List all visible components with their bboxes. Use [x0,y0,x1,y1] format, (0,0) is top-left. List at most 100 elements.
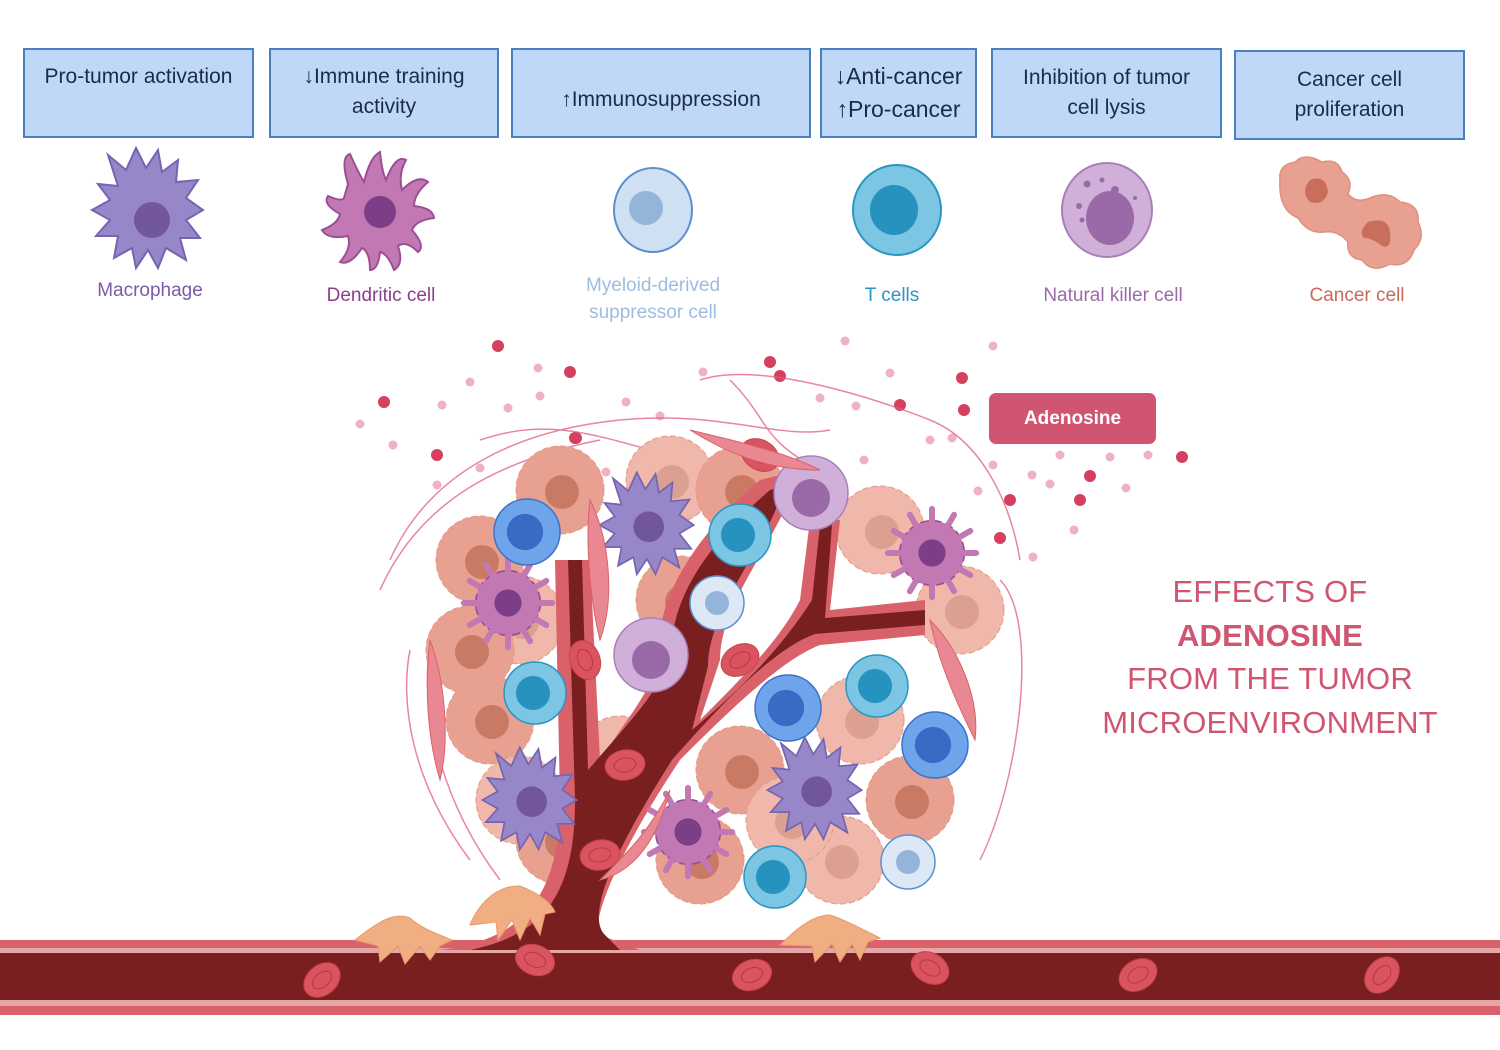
t-cell [845,654,909,718]
cell-nucleus [792,479,830,517]
t-cell [901,711,969,779]
cell-label-nk-cell: Natural killer cell [1043,285,1183,306]
adenosine-particle [503,403,513,413]
cell-nucleus [720,517,756,553]
dendrite [530,577,550,592]
dendritic-cell [884,505,980,601]
adenosine-particle [973,486,983,496]
adenosine-particle [535,391,545,401]
effect-box-anti-pro-cancer: ↓Anti-cancer ↑Pro-cancer [820,48,977,138]
adenosine-particle [698,367,708,377]
adenosine-particle [988,460,998,470]
dendrite [699,854,714,874]
t-cell-icon [852,164,942,256]
adenosine-particle [947,433,957,443]
adenosine-particle [475,463,485,473]
myeloid-derived-suppressor-cell-icon [613,167,693,253]
cancer-cell-nucleus [545,475,579,509]
tumor-immune-cells [460,455,980,909]
branching-vessel [440,470,925,950]
effect-text: Cancer cell proliferation [1294,68,1405,121]
adenosine-particle [355,419,365,429]
mdsc-cell [689,575,745,631]
effect-text-pro-cancer: ↑Pro-cancer [836,96,961,122]
nk-cell [773,455,849,531]
adenosine-particle [1074,494,1086,506]
figure-title: EFFECTS OF ADENOSINE FROM THE TUMOR MICR… [1100,570,1440,744]
rbc-center [588,847,612,863]
adenosine-particle [465,377,475,387]
t-cell [493,498,561,566]
dendrite [710,806,730,821]
macrophage-cell [480,745,579,852]
adenosine-particle [1045,479,1055,489]
cell-nucleus [857,668,893,704]
cell-nucleus [767,689,805,727]
dendrite [519,625,534,645]
effect-text: ↑Immunosuppression [561,88,761,111]
rbc-body [604,749,646,781]
adenosine-particle [492,340,504,352]
cell-label-line: Myeloid-derived [585,275,721,296]
cell-nucleus [914,726,952,764]
red-blood-cell [579,839,621,871]
dendrite [662,854,677,874]
rbc-body [568,640,602,680]
cancer-cell-nucleus [895,785,929,819]
dendritic-cell-icon [320,150,436,272]
adenosine-particle [1084,470,1096,482]
adenosine-particle [388,440,398,450]
cell-nucleus [918,539,946,567]
rbc-center [1372,964,1392,986]
cancer-cell-nucleus [825,845,859,879]
title-line-3: FROM THE TUMOR [1127,661,1413,696]
t-cell [754,674,822,742]
rbc-center [311,970,333,990]
nk-cell [613,617,689,693]
red-blood-cell [732,958,772,992]
spindle-cells [426,429,977,881]
adenosine-particle [851,401,861,411]
adenosine-label: Adenosine [989,393,1156,444]
adenosine-particle [570,432,582,444]
adenosine-particle [432,480,442,490]
dendrite [710,843,730,858]
adenosine-particle [1028,552,1038,562]
dendrite [943,511,958,531]
dendrite [466,614,486,629]
cell-nucleus [896,850,920,874]
rbc-body [732,958,772,992]
red-blood-cell [568,640,602,680]
adenosine-particle [956,372,968,384]
cell-nucleus [755,859,791,895]
adenosine-particle [988,341,998,351]
adenosine-particle [764,356,776,368]
title-line-2: ADENOSINE [1176,617,1364,653]
dendrite [482,625,497,645]
red-blood-cell [303,962,341,998]
adenosine-particle [437,400,447,410]
dendrite [954,527,974,542]
dendrite [906,511,921,531]
rbc-center [740,966,764,984]
cell-nucleus [506,513,544,551]
adenosine-particle [601,467,611,477]
rbc-body [720,643,760,677]
red-blood-cell [720,643,760,677]
effect-box-cancer-proliferation: Cancer cell proliferation [1234,50,1465,140]
dendrite [519,561,534,581]
cancer-cell-icon [1279,156,1422,269]
adenosine-particle [1176,451,1188,463]
mdsc-cell [880,834,936,890]
rbc-center [919,959,941,977]
cell-nucleus [705,591,729,615]
dendritic-cell [640,784,736,880]
dendrite [906,575,921,595]
cell-label-dendritic-cell: Dendritic cell [326,285,436,306]
adenosine-particle [925,435,935,445]
adenosine-particle [655,411,665,421]
effect-box-immunosuppression: ↑Immunosuppression [511,48,811,138]
rbc-center [613,757,637,773]
effect-text: Inhibition of tumor cell lysis [1023,66,1190,119]
rbc-body [910,951,950,985]
